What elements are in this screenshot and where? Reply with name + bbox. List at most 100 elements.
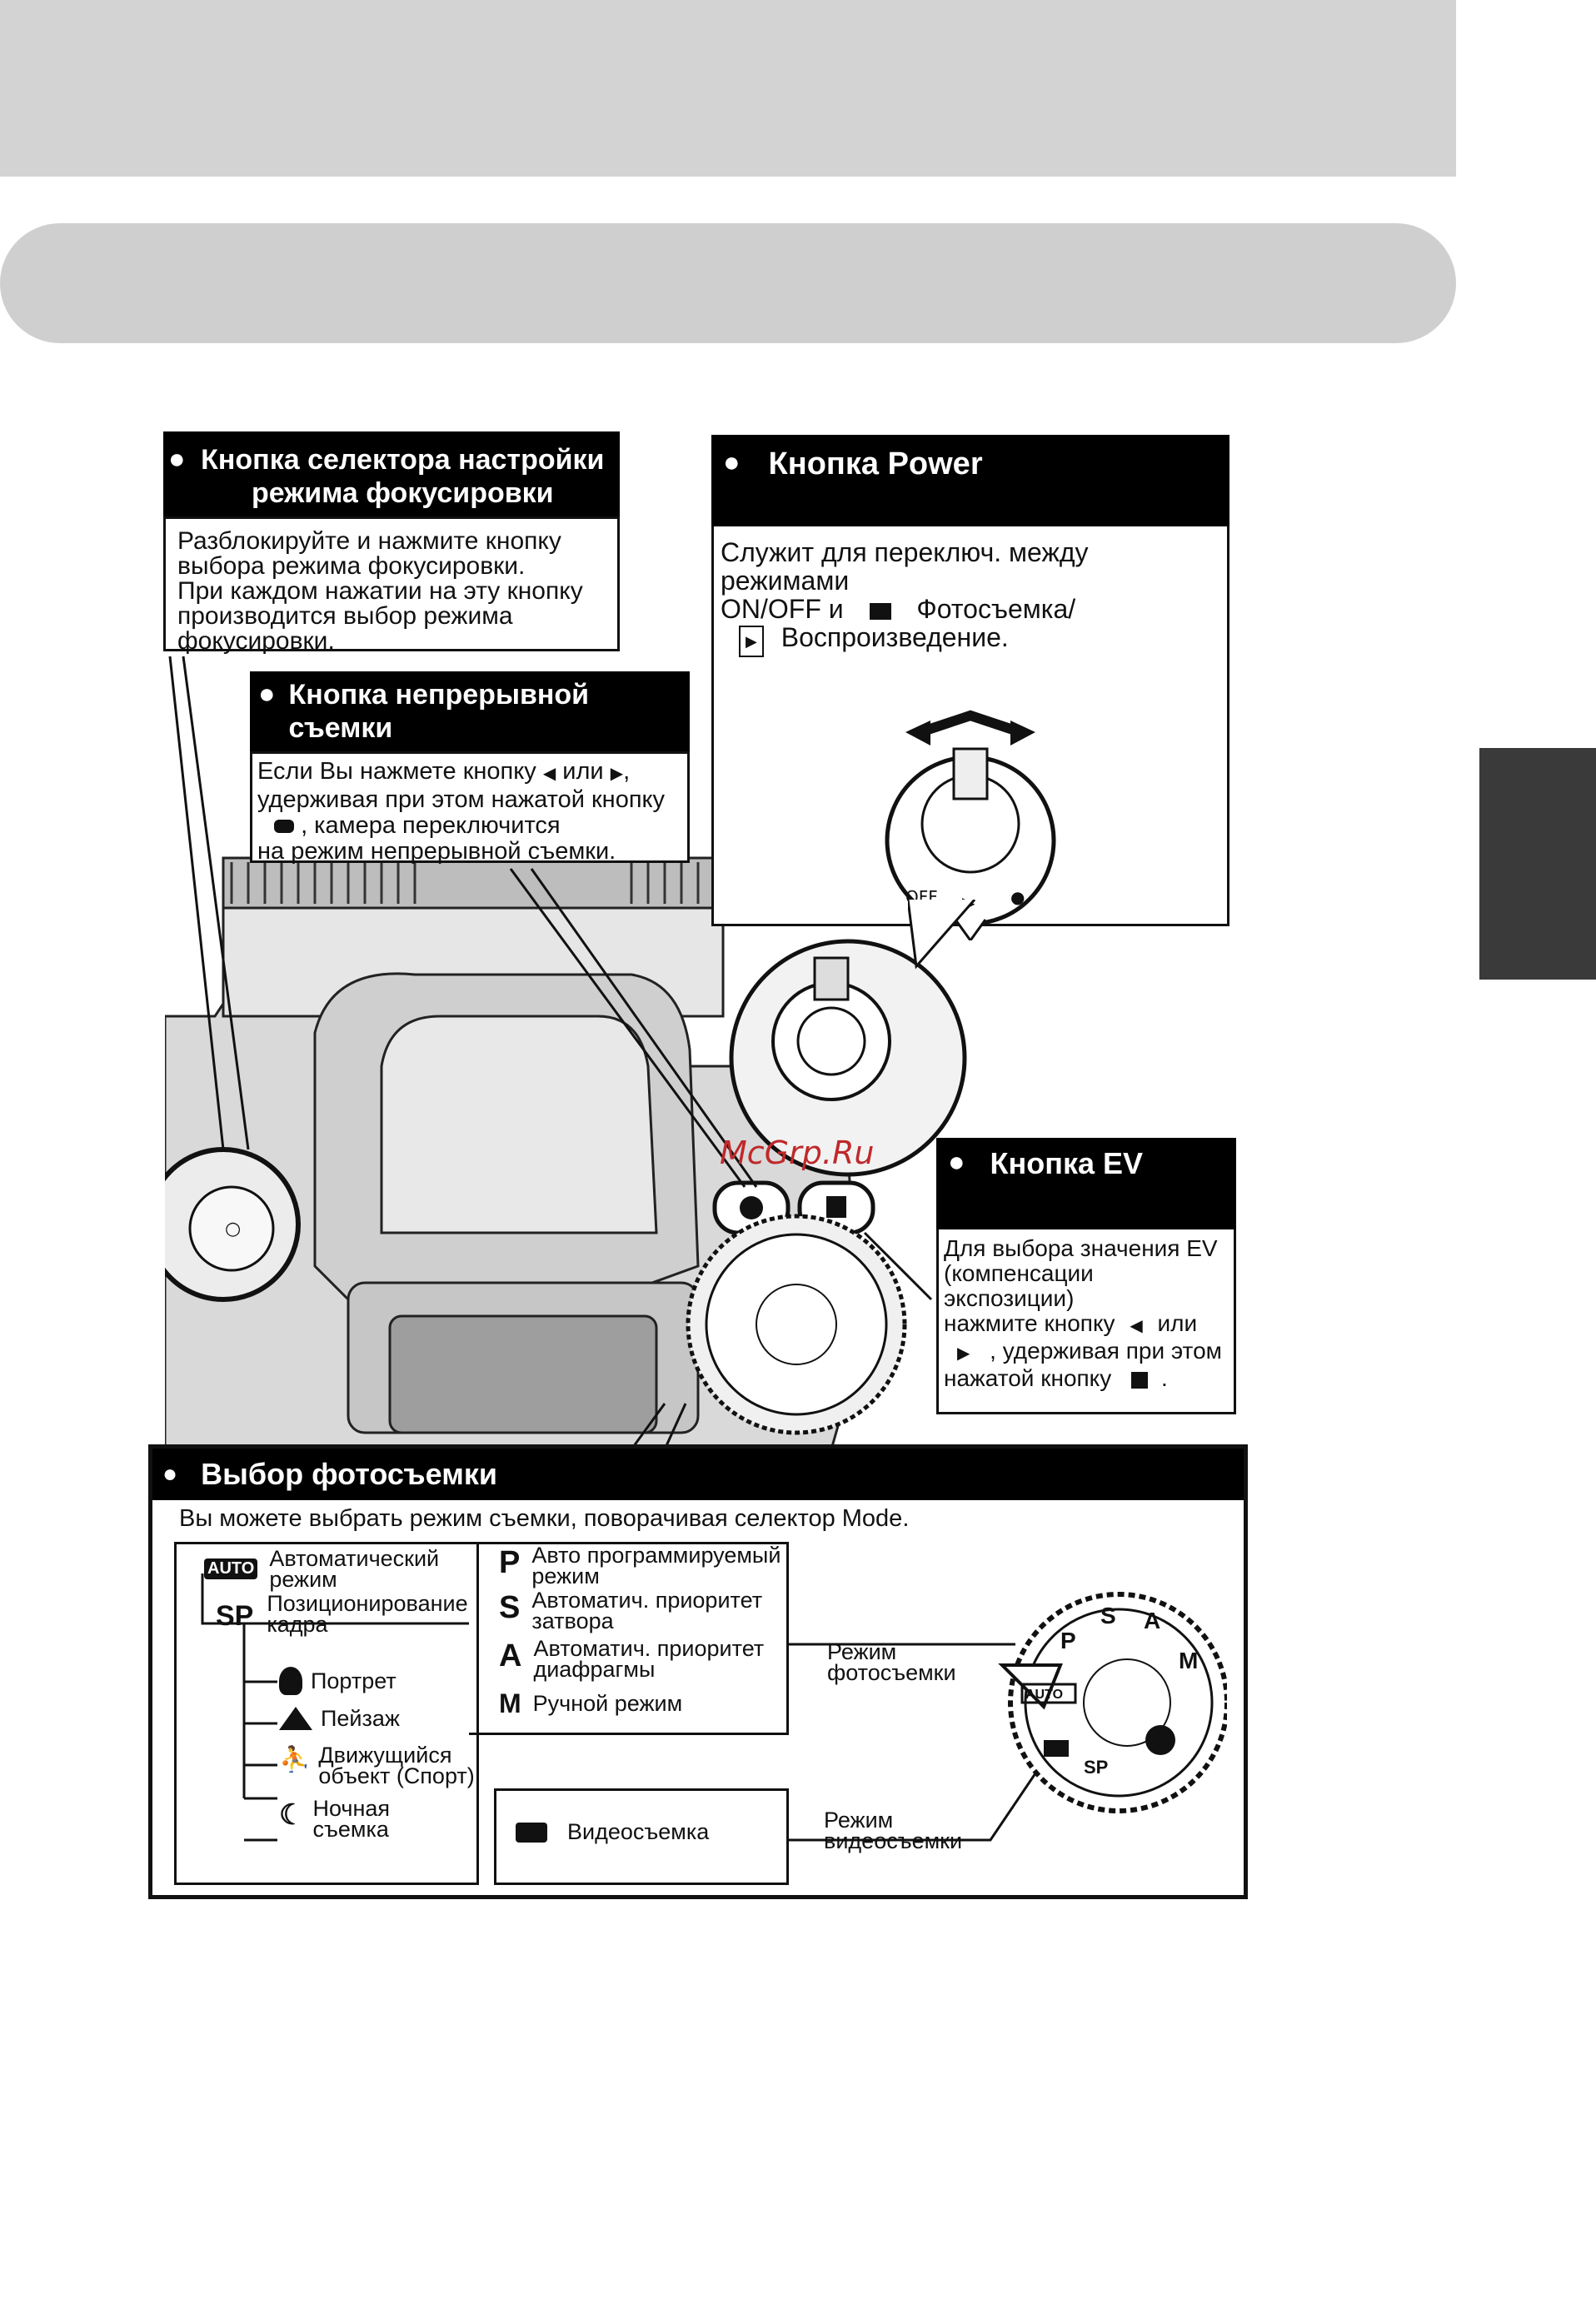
landscape-item: Пейзаж (279, 1707, 400, 1730)
sp-badge: SP (216, 1600, 254, 1632)
m-glyph: M (499, 1688, 521, 1718)
power-callout: ● Кнопка Power Служит для переключ. межд… (711, 435, 1229, 940)
ev-line-1: Для выбора значения EV (944, 1235, 1218, 1261)
mode-left-box (174, 1542, 479, 1885)
dial-label-p: P (1060, 1628, 1076, 1653)
dial-label-auto: AUTO (1025, 1688, 1063, 1702)
dial-label-m: M (1179, 1648, 1198, 1673)
burst-line-3-text: , камера переключится (301, 812, 561, 839)
power-line-3-text: Воспроизведение. (781, 622, 1009, 652)
chapter-tab (1479, 748, 1596, 980)
burst-title: Кнопка непрерывной съемки (288, 679, 590, 744)
burst-body: Если Вы нажмете кнопку ◀ или ▶, удержива… (250, 751, 690, 865)
left-arrow-icon: ◀ (1130, 1317, 1143, 1335)
burst-line-1a: Если Вы нажмете кнопку (257, 758, 536, 785)
p-glyph: P (499, 1545, 521, 1580)
focus-selector-body: Разблокируйте и нажмите кнопку выбора ре… (163, 516, 620, 654)
auto-item: AUTO Автоматический режим (204, 1546, 440, 1592)
burst-line-1b: или (562, 758, 604, 785)
video-camera-icon (516, 1822, 547, 1843)
sport-label: Движущийся объект (Спорт) (318, 1743, 475, 1788)
bullet-icon: ● (948, 1146, 965, 1178)
burst-line-1: Если Вы нажмете кнопку ◀ или ▶, (257, 758, 631, 785)
power-title: Кнопка Power (768, 446, 983, 481)
dial-label-s: S (1100, 1603, 1116, 1628)
ev-header: ● Кнопка EV (936, 1138, 1236, 1229)
burst-line-4: на режим непрерывной съемки. (257, 838, 616, 865)
m-item: M Ручной режим (499, 1688, 682, 1719)
power-pointer (908, 900, 976, 970)
s-glyph: S (499, 1590, 521, 1625)
portrait-icon (279, 1667, 302, 1695)
title-pill-band (0, 223, 1456, 343)
sport-icon: ⛹ (279, 1746, 311, 1773)
s-label: Автоматич. приоритет затвора (531, 1588, 763, 1633)
auto-label: Автоматический режим (269, 1546, 440, 1592)
ev-line-4-text: , удерживая при этом (990, 1338, 1222, 1364)
power-switch-diagram: OFF ▶ ● (885, 710, 1056, 940)
power-line-3: ▶ Воспроизведение. (721, 623, 1220, 657)
p-item: P Авто программируемый режим (499, 1543, 781, 1588)
playback-icon: ▶ (739, 626, 764, 657)
camera-icon (869, 602, 891, 620)
top-gray-band (0, 0, 1456, 177)
portrait-label: Портрет (311, 1668, 397, 1693)
power-line-2b: Фотосъемка/ (916, 594, 1076, 624)
svg-text:○: ○ (225, 1219, 241, 1239)
ev-body: Для выбора значения EV (компенсации эксп… (936, 1229, 1236, 1414)
sp-item: SP Позиционирование кадра (216, 1593, 468, 1636)
mode-connectors (201, 1573, 1037, 1842)
mode-video-box (494, 1788, 789, 1885)
video-label: Видеосъемка (567, 1819, 710, 1844)
mode-header: ● Выбор фотосъемки (152, 1449, 1244, 1500)
ev-line-3: нажмите кнопку ◀ или (944, 1311, 1229, 1339)
bullet-icon: ● (168, 443, 186, 475)
photo-mode-label: Режим фотосъемки (827, 1639, 956, 1685)
right-arrow-icon: ▶ (610, 765, 624, 783)
watermark: McGrp.Ru (720, 1135, 875, 1171)
bullet-icon: ● (723, 446, 741, 478)
burst-line-2: удерживая при этом нажатой кнопку (257, 786, 666, 813)
landscape-icon (279, 1707, 312, 1730)
burst-callout: ● Кнопка непрерывной съемки Если Вы нажм… (250, 671, 690, 865)
m-label: Ручной режим (532, 1691, 683, 1716)
focus-selector-header: ● Кнопка селектора настройки режима фоку… (163, 431, 620, 516)
left-arrow-icon: ◀ (542, 765, 556, 783)
focus-selector-callout: ● Кнопка селектора настройки режима фоку… (163, 431, 620, 654)
mode-middle-box (469, 1542, 789, 1735)
camera-illustration: ○ (165, 656, 967, 1449)
power-line-2a: ON/OFF и (721, 594, 844, 624)
night-icon: ☾ (279, 1799, 305, 1831)
mode-intro: Вы можете выбрать режим съемки, поворачи… (179, 1505, 910, 1532)
burst-camera-icon (274, 820, 294, 833)
bullet-icon: ● (162, 1460, 178, 1488)
right-arrow-icon: ▶ (957, 1344, 970, 1363)
dial-video-icon (1044, 1740, 1069, 1757)
ev-title: Кнопка EV (990, 1146, 1144, 1180)
dial-label-sp: SP (1084, 1757, 1108, 1778)
landscape-label: Пейзаж (321, 1705, 400, 1731)
sport-item: ⛹ Движущийся объект (Спорт) (279, 1743, 475, 1788)
portrait-item: Портрет (279, 1667, 397, 1695)
power-line-1: Служит для переключ. между режимами (721, 537, 1089, 596)
dial-scene-icon (1145, 1725, 1175, 1755)
focus-selector-title: Кнопка селектора настройки режима фокуси… (201, 444, 605, 509)
mode-dial: P S A M AUTO SP (998, 1592, 1227, 1813)
ev-icon (1131, 1371, 1149, 1389)
bullet-icon: ● (258, 678, 276, 710)
power-header: ● Кнопка Power (711, 435, 1229, 526)
auto-badge: AUTO (204, 1558, 258, 1579)
p-label: Авто программируемый режим (531, 1543, 781, 1588)
svg-text:●: ● (1010, 887, 1025, 907)
burst-line-3: , камера переключится (257, 813, 682, 839)
video-item: Видеосъемка (516, 1819, 710, 1844)
mode-title: Выбор фотосъемки (201, 1457, 497, 1491)
burst-header: ● Кнопка непрерывной съемки (250, 671, 690, 751)
ev-line-5: нажатой кнопку . (944, 1365, 1168, 1391)
a-item: A Автоматич. приоритет диафрагмы (499, 1638, 764, 1681)
video-mode-label: Режим видеосъемки (824, 1808, 963, 1853)
ev-line-5-text: нажатой кнопку (944, 1365, 1112, 1391)
ev-line-3b: или (1157, 1310, 1198, 1336)
mode-panel: ● Выбор фотосъемки Вы можете выбрать реж… (148, 1444, 1248, 1899)
a-glyph: A (499, 1638, 522, 1673)
